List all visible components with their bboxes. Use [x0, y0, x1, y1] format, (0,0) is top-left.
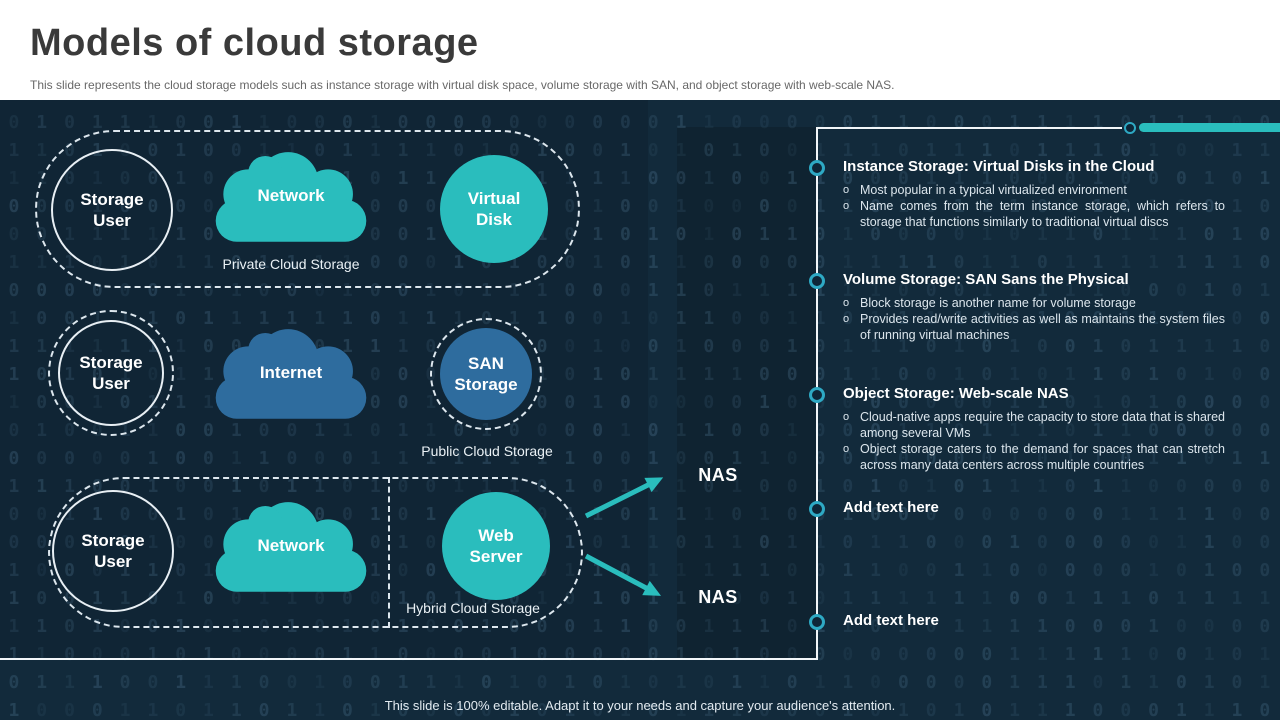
placeholder-heading: Add text here — [843, 612, 939, 629]
slide-header: Models of cloud storage This slide repre… — [0, 0, 1280, 100]
cloud-shape-icon — [215, 502, 367, 592]
virtual-disk-label: Virtual Disk — [467, 188, 521, 229]
public-cloud-caption: Public Cloud Storage — [421, 443, 553, 459]
storage-user-circle-1: Storage User — [51, 149, 173, 271]
placeholder-heading: Add text here — [843, 499, 939, 516]
bottom-rule-line — [0, 658, 817, 660]
bullet-marker: o — [843, 411, 850, 423]
storage-user-label-1: Storage User — [80, 189, 144, 230]
bullet-marker: o — [843, 184, 850, 196]
nas-arrows-icon — [584, 477, 664, 596]
virtual-disk-node: Virtual Disk — [440, 155, 548, 263]
page-title: Models of cloud storage — [30, 22, 479, 64]
bullet-ring-icon-1 — [809, 160, 825, 176]
san-storage-ring — [430, 318, 542, 430]
storage-user-ring-2 — [48, 310, 174, 436]
footer-note: This slide is 100% editable. Adapt it to… — [384, 698, 896, 713]
web-server-label: Web Server — [469, 525, 523, 566]
internet-cloud-icon: Internet — [210, 325, 372, 421]
network-cloud-label-2: Network — [257, 536, 325, 555]
bullet-marker: o — [843, 443, 850, 455]
section-placeholder-1: Add text here — [843, 499, 1225, 523]
accent-ring-icon — [1124, 122, 1136, 134]
nas-column-backdrop — [677, 127, 817, 660]
bullet-marker: o — [843, 313, 850, 325]
network-cloud-label-1: Network — [257, 186, 325, 205]
bullet-marker: o — [843, 200, 850, 212]
network-cloud-icon-2: Network — [210, 498, 372, 594]
private-cloud-group — [35, 130, 580, 288]
network-cloud-icon-1: Network — [210, 148, 372, 244]
panel-top-border — [818, 127, 1122, 129]
storage-user-label-3: Storage User — [81, 530, 145, 571]
accent-bar — [1139, 123, 1280, 132]
hybrid-cloud-group — [48, 477, 583, 628]
section-placeholder-2: Add text here — [843, 612, 1225, 636]
web-server-node: Web Server — [442, 492, 550, 600]
bullet-ring-icon-3 — [809, 387, 825, 403]
section-heading: Volume Storage: SAN Sans the Physical — [843, 271, 1129, 288]
hybrid-cloud-caption: Hybrid Cloud Storage — [406, 600, 540, 616]
san-storage-label: SAN Storage — [454, 353, 518, 394]
section-heading: Instance Storage: Virtual Disks in the C… — [843, 158, 1155, 175]
nas-label-bottom: NAS — [698, 587, 738, 607]
storage-user-circle-2: Storage User — [58, 320, 164, 426]
san-storage-node: SAN Storage — [440, 328, 532, 420]
section-heading: Object Storage: Web-scale NAS — [843, 385, 1069, 402]
nas-label-top: NAS — [698, 465, 738, 485]
bullet-ring-icon-2 — [809, 273, 825, 289]
private-cloud-caption: Private Cloud Storage — [222, 256, 360, 272]
storage-user-circle-3: Storage User — [52, 490, 174, 612]
bullet-ring-icon-4 — [809, 501, 825, 517]
cloud-shape-icon — [215, 329, 367, 419]
hybrid-divider-line — [388, 477, 390, 628]
bullet-ring-icon-5 — [809, 614, 825, 630]
storage-user-label-2: Storage User — [79, 352, 143, 393]
bullet-marker: o — [843, 297, 850, 309]
section-instance-storage: Instance Storage: Virtual Disks in the C… — [843, 158, 1225, 230]
page-subtitle: This slide represents the cloud storage … — [30, 78, 895, 92]
cloud-shape-icon — [215, 152, 367, 242]
internet-cloud-label: Internet — [259, 363, 323, 382]
